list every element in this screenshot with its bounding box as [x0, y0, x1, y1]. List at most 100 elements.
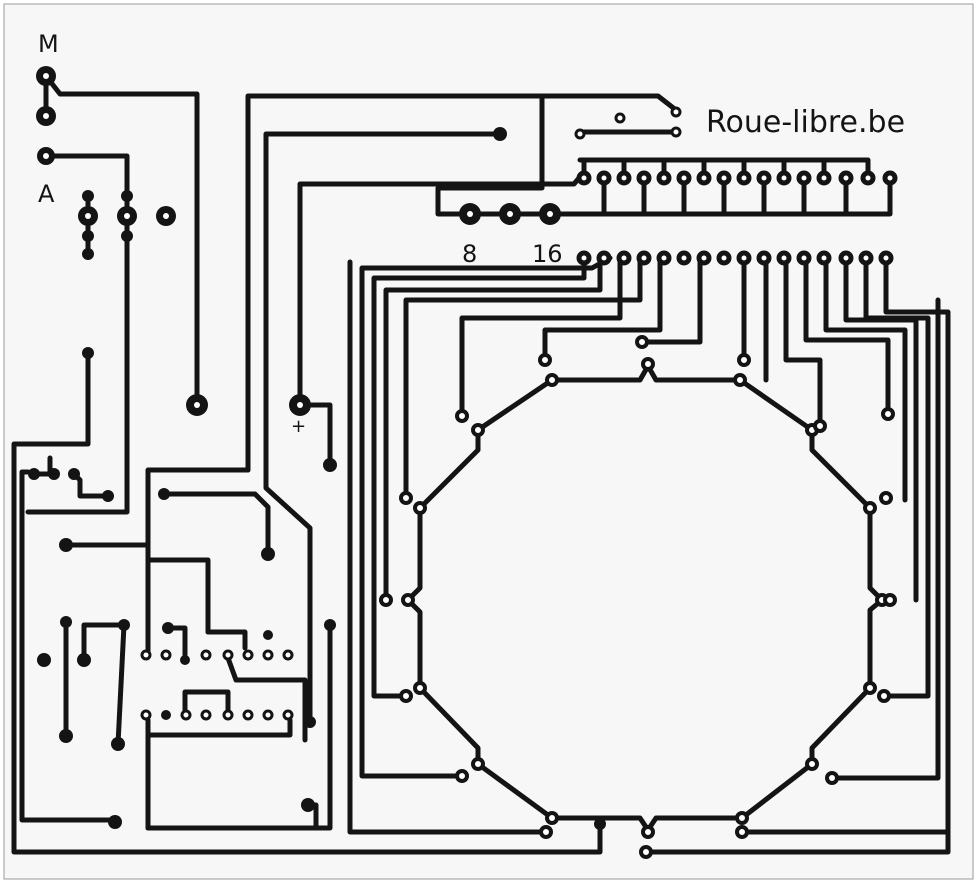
hole-8: [467, 211, 473, 217]
pad-ic-top-4: [324, 619, 336, 631]
conn-bot-4: [636, 250, 652, 266]
pad-plus-drop: [323, 458, 337, 472]
radial-pad-1: [455, 409, 469, 423]
ring-pad-15: [413, 501, 427, 515]
pad-jack-5: [121, 190, 133, 202]
pad-jack-3: [82, 230, 94, 242]
trace-ic-right: [225, 655, 308, 743]
conn-bot-2: [596, 250, 612, 266]
pad-bottom-306: [301, 798, 315, 812]
pad-ic-d: [102, 490, 114, 502]
conn-bot-3: [616, 250, 632, 266]
trace-m-to-pad: [43, 73, 200, 408]
conn-bot-5: [656, 250, 672, 266]
trace-radial-2: [542, 255, 663, 363]
conn-bot-6: [676, 250, 692, 266]
trace-a-pad: [25, 153, 130, 515]
conn-bot-1: [576, 250, 592, 266]
conn-top-13: [816, 170, 832, 186]
trace-radial-6: [359, 255, 613, 779]
radial-pad-4: [737, 353, 751, 367]
radial-pad-14: [455, 769, 469, 783]
ring-pad-2: [641, 357, 655, 371]
spad-8: [140, 709, 152, 721]
trace-ic-feed: [161, 491, 271, 557]
spad-14: [282, 709, 294, 721]
ring-pad-16: [471, 423, 485, 437]
trace-bus-top-right: [539, 93, 679, 113]
label-plus: +: [291, 416, 306, 437]
pad-mid-600: [594, 818, 606, 830]
pad-ic-bot-1: [161, 710, 171, 720]
hole-m-bottom: [43, 113, 49, 119]
hole-jack-2: [85, 213, 91, 219]
pad-col-2: [59, 729, 73, 743]
radial-pad-3: [635, 335, 649, 349]
trace-big-bus-top: [245, 93, 545, 473]
hole-16a: [507, 211, 513, 217]
ring-pad-7: [863, 681, 877, 695]
conn-bot-7: [696, 250, 712, 266]
radial-pad-5: [813, 419, 827, 433]
small-pads: [140, 106, 682, 721]
ring-pad-12: [471, 757, 485, 771]
radial-pad-15: [399, 689, 413, 703]
trace-radial-11: [783, 255, 823, 429]
spad-13: [262, 709, 274, 721]
pad-right-310: [304, 716, 316, 728]
conn-top-10: [756, 170, 772, 186]
copper-traces: [11, 73, 951, 855]
pad-ic-b: [48, 468, 60, 480]
radial-pad-10: [825, 771, 839, 785]
ring-pad-11: [545, 811, 559, 825]
pad-mid-500: [493, 127, 507, 141]
ring-pad-5: [863, 501, 877, 515]
pad-jack-4: [82, 248, 94, 260]
ring-pad-3: [733, 373, 747, 387]
conn-bot-15: [858, 250, 874, 266]
radial-pad-9: [877, 689, 891, 703]
conn-bot-9: [736, 250, 752, 266]
pad-left-66: [59, 538, 73, 552]
hole-m-top: [43, 73, 49, 79]
ring-pad-13: [413, 681, 427, 695]
pad-ic-top-3: [263, 630, 273, 640]
hole-m-out: [194, 402, 200, 408]
conn-top-6: [676, 170, 692, 186]
hole-jack-6: [124, 213, 130, 219]
trace-left-col2: [11, 350, 603, 855]
spad-6: [262, 649, 274, 661]
conn-top-3: [616, 170, 632, 186]
conn-top-9: [736, 170, 752, 186]
pad-jack-1: [82, 190, 94, 202]
conn-top-7: [696, 170, 712, 186]
pad-jack-7: [121, 230, 133, 242]
spad-1: [140, 649, 152, 661]
trace-radial-7: [347, 259, 549, 835]
label-site: Roue-libre.be: [706, 105, 905, 140]
radial-pad-11: [735, 825, 749, 839]
connector-row-bottom: [576, 250, 894, 266]
trace-to-pad-500: [263, 131, 503, 473]
trace-right-mid: [263, 467, 313, 723]
conn-bot-14: [838, 250, 854, 266]
conn-bot-13: [816, 250, 832, 266]
pad-feed-end: [261, 547, 275, 561]
spad-switch-1: [614, 112, 626, 124]
label-m: M: [38, 30, 59, 58]
connector-row-top: [576, 170, 898, 186]
trace-ic-mid: [205, 629, 248, 651]
conn-top-5: [656, 170, 672, 186]
ring-pad-10: [641, 825, 655, 839]
radial-pad-6: [881, 407, 895, 421]
trace-radial-1: [459, 255, 623, 419]
ring-pad-9: [735, 811, 749, 825]
spad-2: [160, 649, 172, 661]
trace-radial-16: [643, 255, 951, 855]
spad-12: [242, 709, 254, 721]
trace-bus-mid: [145, 467, 251, 655]
hole-a: [43, 153, 49, 159]
radial-pad-17: [399, 491, 413, 505]
